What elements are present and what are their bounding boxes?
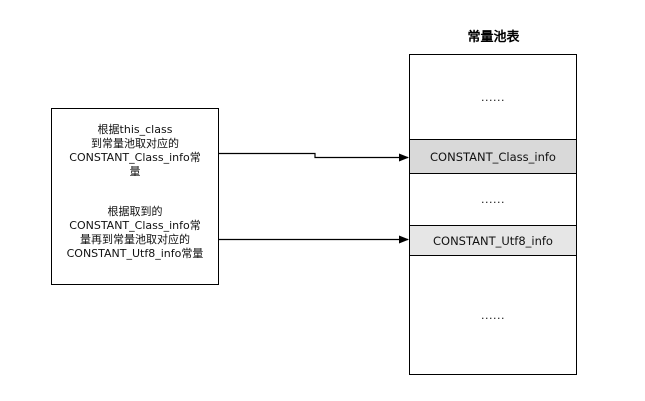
explanation-text-utf8: 根据取到的 CONSTANT_Class_info常 量再到常量池取对应的 CO… (52, 205, 218, 261)
explanation-line: CONSTANT_Utf8_info常量 (66, 247, 204, 260)
explanation-text-class: 根据this_class 到常量池取对应的 CONSTANT_Class_inf… (52, 123, 218, 179)
explanation-line: 量 (129, 165, 141, 178)
pool-row-constant-class-info: CONSTANT_Class_info (410, 139, 576, 174)
explanation-box: 根据this_class 到常量池取对应的 CONSTANT_Class_inf… (51, 108, 219, 285)
explanation-line: CONSTANT_Class_info常 (69, 151, 201, 164)
pool-row-constant-utf8-info: CONSTANT_Utf8_info (410, 225, 576, 256)
pool-row-ellipsis: ...... (481, 90, 505, 104)
explanation-line: 到常量池取对应的 (91, 137, 179, 150)
pool-title: 常量池表 (467, 30, 520, 45)
explanation-line: 根据this_class (97, 123, 173, 136)
arrow-to-class-info (219, 152, 409, 162)
explanation-line: CONSTANT_Class_info常 (69, 219, 201, 232)
pool-row-ellipsis: ...... (481, 193, 505, 206)
constant-pool-table: ...... CONSTANT_Class_info ...... CONSTA… (409, 54, 577, 375)
explanation-line: 根据取到的 (107, 205, 163, 218)
pool-row-ellipsis: ...... (481, 308, 505, 322)
explanation-line: 量再到常量池取对应的 (80, 233, 190, 246)
